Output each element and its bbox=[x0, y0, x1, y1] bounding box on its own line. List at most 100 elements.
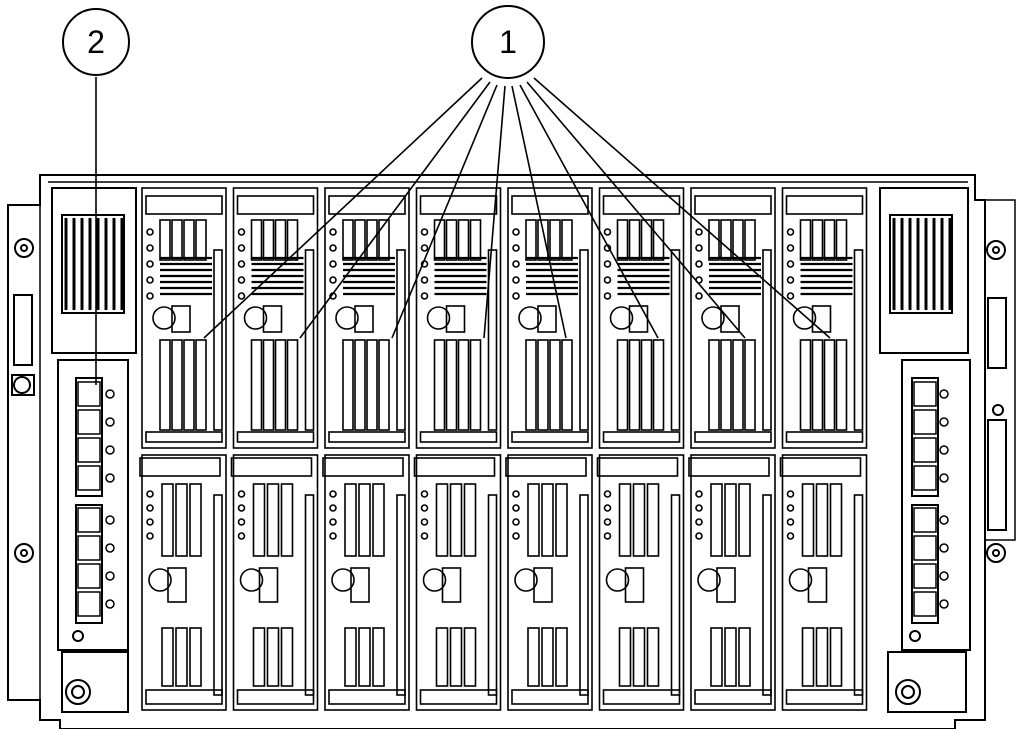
blade-body bbox=[415, 187, 502, 449]
upper-blade bbox=[690, 187, 776, 449]
port-led bbox=[105, 417, 115, 427]
blade-handle-top bbox=[779, 457, 862, 477]
blade-slot bbox=[823, 219, 836, 261]
chassis-frame bbox=[7, 174, 1016, 729]
lower-blade bbox=[596, 454, 685, 711]
blade-screw bbox=[420, 490, 429, 498]
blade-lock bbox=[426, 306, 451, 330]
blade-rail bbox=[396, 249, 406, 431]
blade-rail bbox=[579, 494, 589, 696]
blade-base bbox=[511, 689, 589, 705]
blade-slot bbox=[469, 219, 482, 261]
port-led bbox=[939, 515, 949, 525]
blade-slot bbox=[829, 483, 843, 557]
upper-blade bbox=[781, 187, 868, 449]
blade-screw bbox=[329, 228, 337, 236]
blade-rail bbox=[853, 249, 864, 431]
upper-blade bbox=[507, 187, 593, 449]
blade-slot bbox=[175, 627, 188, 687]
blade-screw bbox=[146, 504, 154, 512]
blade-slot bbox=[445, 219, 458, 261]
blade-base bbox=[785, 431, 864, 443]
blade-slot bbox=[457, 219, 470, 261]
switch-port bbox=[77, 535, 101, 561]
blade-body bbox=[324, 454, 410, 711]
blade-slot bbox=[266, 627, 280, 687]
blade-handle-top bbox=[328, 195, 406, 215]
blade-slot bbox=[541, 627, 554, 687]
blade-slot bbox=[744, 339, 756, 431]
blade-screw bbox=[512, 292, 520, 300]
blade-screw bbox=[329, 276, 337, 284]
blade-screw bbox=[512, 260, 520, 268]
left-switch-module bbox=[57, 359, 129, 713]
blade-slot bbox=[171, 219, 183, 261]
upper-blade bbox=[324, 187, 410, 449]
blade-slot bbox=[189, 627, 202, 687]
lower-blade bbox=[139, 454, 227, 711]
blade-slot bbox=[378, 339, 390, 431]
blade-slot bbox=[252, 627, 266, 687]
blade-screw bbox=[237, 276, 246, 284]
blade-handle-top bbox=[596, 457, 679, 477]
blade-slot bbox=[252, 483, 266, 557]
callout-1-leader-lines bbox=[203, 77, 831, 339]
blade-slot bbox=[161, 483, 174, 557]
blade-slot bbox=[801, 483, 815, 557]
port-led bbox=[939, 571, 949, 581]
switch-port bbox=[913, 535, 937, 561]
blade-lock bbox=[243, 306, 268, 330]
upper-blade bbox=[141, 187, 227, 449]
blade-screw bbox=[695, 532, 703, 540]
blade-screw bbox=[420, 504, 429, 512]
switch-port bbox=[913, 465, 937, 491]
blade-base bbox=[328, 689, 406, 705]
blade-screw bbox=[786, 532, 795, 540]
blade-rail bbox=[396, 494, 406, 696]
blade-slot bbox=[358, 483, 371, 557]
blade-screw bbox=[786, 518, 795, 526]
blade-body bbox=[324, 187, 410, 449]
blade-screw bbox=[603, 518, 612, 526]
blade-slot bbox=[618, 627, 632, 687]
blade-lock bbox=[335, 306, 359, 330]
blade-body bbox=[690, 454, 776, 711]
blade-slot bbox=[274, 219, 287, 261]
blade-slot bbox=[262, 219, 275, 261]
blade-slot bbox=[378, 219, 390, 261]
switch-port bbox=[77, 563, 101, 589]
blade-rail bbox=[853, 494, 864, 696]
switch-port bbox=[913, 381, 937, 407]
blade-handle-top bbox=[322, 457, 404, 477]
right-switch-ports bbox=[913, 381, 949, 617]
blade-screw bbox=[786, 260, 795, 268]
blade-rail bbox=[670, 494, 681, 696]
blade-slot bbox=[435, 483, 449, 557]
blade-lever bbox=[171, 305, 191, 333]
blade-screw bbox=[512, 228, 520, 236]
blade-lock bbox=[331, 568, 355, 592]
lower-blade bbox=[779, 454, 868, 711]
blade-slot bbox=[801, 627, 815, 687]
blade-screw bbox=[786, 504, 795, 512]
left-switch-ports bbox=[77, 381, 115, 617]
blade-slot bbox=[433, 339, 446, 431]
blade-body bbox=[598, 454, 685, 711]
lower-blade bbox=[230, 454, 319, 711]
blade-body bbox=[232, 454, 319, 711]
blade-slot bbox=[724, 483, 737, 557]
blade-vent-band bbox=[343, 256, 395, 296]
blade-screw bbox=[695, 244, 703, 252]
blade-screw bbox=[786, 490, 795, 498]
blade-screw bbox=[603, 276, 612, 284]
blade-slot bbox=[835, 339, 848, 431]
blade-screw bbox=[237, 228, 246, 236]
switch-port bbox=[77, 591, 101, 617]
blade-slot bbox=[262, 339, 275, 431]
blade-body bbox=[781, 454, 868, 711]
blade-handle-top bbox=[785, 195, 864, 215]
blade-lock bbox=[697, 568, 721, 592]
switch-port bbox=[913, 437, 937, 463]
blade-base bbox=[236, 431, 315, 443]
